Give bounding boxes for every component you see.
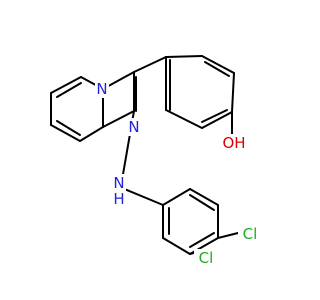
atom-cl-4: Cl [243, 225, 258, 243]
bond-line [165, 109, 203, 129]
bond-line [231, 72, 235, 113]
bond-line [201, 111, 233, 129]
atom-cl-3: Cl [199, 249, 214, 267]
atom-bg [238, 225, 262, 243]
bond-line [162, 188, 191, 206]
bond-line [102, 110, 135, 128]
bond-line [189, 188, 219, 206]
bond-line [201, 55, 235, 74]
atom-n1: N [96, 80, 107, 98]
bond-line [133, 56, 167, 73]
bond-line [121, 187, 164, 206]
bond-line [165, 55, 203, 58]
bond-line [50, 76, 82, 94]
atom-bg [127, 118, 141, 136]
bond-line [50, 124, 81, 142]
bond-line [201, 109, 228, 123]
atom-n3: N [128, 118, 139, 136]
atom-bg [112, 174, 126, 208]
molecule-canvas: N N N H OH Cl Cl [50, 55, 262, 267]
bond-line [56, 82, 82, 98]
structure-diagram: N N N H OH Cl Cl [50, 55, 262, 267]
bond-layer [50, 55, 243, 255]
atom-label-layer: N N N H OH Cl Cl [95, 80, 262, 267]
bond-line [189, 194, 215, 211]
atom-nh-h: H [113, 190, 124, 208]
bond-line [79, 126, 104, 142]
bond-line [189, 232, 215, 248]
atom-oh: OH [222, 134, 245, 152]
atom-bg [221, 134, 247, 152]
bond-line [162, 237, 191, 255]
atom-nh-n: N [113, 174, 124, 192]
bond-line [204, 61, 230, 77]
bond-line [56, 120, 81, 136]
atom-bg [95, 80, 109, 98]
atom-bg [194, 249, 218, 267]
